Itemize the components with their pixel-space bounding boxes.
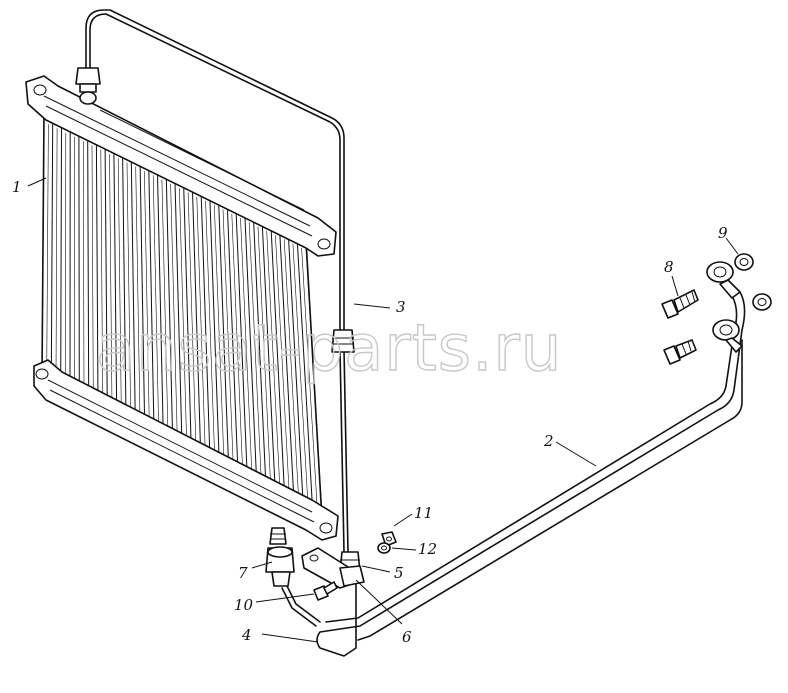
radiator-fin <box>87 139 90 398</box>
callout-1: 1 <box>12 178 22 196</box>
callout-12: 12 <box>418 540 437 558</box>
callout-2: 2 <box>543 432 554 450</box>
radiator-fin-shade <box>179 188 187 444</box>
radiator-fin-shade <box>126 162 131 416</box>
callout-4: 4 <box>241 626 252 644</box>
fitting-7 <box>265 527 295 587</box>
radiator-fin-shade <box>144 171 150 425</box>
radiator-fin <box>305 245 323 517</box>
radiator-fin <box>113 152 118 412</box>
callout-7: 7 <box>238 564 248 582</box>
radiator-fin <box>183 186 192 450</box>
radiator-fin-shade <box>248 222 262 482</box>
callout-8: 8 <box>664 258 674 276</box>
leader-lines <box>27 177 739 643</box>
clamp-6 <box>339 565 365 587</box>
radiator-fin-shade <box>65 132 67 382</box>
return-oil-pipe <box>281 261 746 657</box>
radiator-fin <box>104 147 108 408</box>
radiator-fin <box>218 203 230 469</box>
radiator-fin-shade <box>152 175 159 430</box>
radiator-fin-shade <box>214 205 225 463</box>
radiator-fin-shade <box>170 183 178 439</box>
radiator-fin-shade <box>135 166 141 420</box>
radiator-fin <box>60 126 62 384</box>
radiator-fin <box>279 233 295 502</box>
radiator-fin <box>209 199 220 464</box>
radiator-fin-shade <box>266 230 281 491</box>
radiator-fin <box>41 117 45 375</box>
radiator-fin-shade <box>275 235 290 496</box>
radiator-fin-shade <box>117 158 122 411</box>
radiator-fin-shade <box>55 128 58 378</box>
radiator-fin <box>270 228 286 498</box>
radiator-fin-shade <box>109 153 113 406</box>
radiator-fin-shade <box>283 239 299 501</box>
callout-3: 3 <box>396 298 406 316</box>
radiator-fin <box>95 143 99 403</box>
callout-11: 11 <box>414 504 433 522</box>
callout-labels: 1 2 3 4 5 6 7 8 9 10 11 12 <box>12 178 728 646</box>
radiator-fin-shade <box>292 243 309 505</box>
radiator-fin <box>174 181 183 446</box>
radiator-fin-shade <box>240 217 253 477</box>
bolt-10 <box>313 581 338 601</box>
callout-10: 10 <box>234 596 254 614</box>
radiator-fin <box>148 169 155 431</box>
radiator-fin-shade <box>46 124 49 373</box>
radiator-fin <box>157 173 164 436</box>
radiator-fin-shade <box>301 247 318 510</box>
radiator-fin <box>261 224 276 493</box>
radiator-fin <box>235 211 248 479</box>
washer-9 <box>734 253 772 311</box>
radiator-fin-shade <box>83 141 85 392</box>
radiator-fin-shade <box>257 226 271 487</box>
radiator-fin <box>122 156 127 417</box>
radiator-top-tank <box>25 75 337 257</box>
radiator-fin-shade <box>222 209 234 468</box>
radiator-fin-shade <box>196 196 206 453</box>
oil-cooler-radiator <box>25 75 339 541</box>
radiator-fin-shade <box>205 200 215 458</box>
radiator-fin <box>288 237 304 507</box>
radiator-fin <box>139 164 146 427</box>
radiator-fin-shade <box>161 179 169 434</box>
radiator-fin <box>253 220 267 488</box>
radiator-fin <box>244 216 258 483</box>
radiator-fin <box>226 207 239 474</box>
radiator-fin-shade <box>231 213 243 472</box>
callout-9: 9 <box>718 224 728 242</box>
callout-6: 6 <box>402 628 412 646</box>
banjo-bolt-8 <box>661 289 699 365</box>
radiator-fin <box>192 190 202 455</box>
radiator-fins <box>41 117 323 517</box>
watermark-text: ansat-parts.ru <box>96 312 562 386</box>
callout-5: 5 <box>394 564 404 582</box>
radiator-fin <box>165 177 174 441</box>
radiator-fin-shade <box>187 192 197 449</box>
radiator-fin <box>130 160 136 422</box>
radiator-fin <box>50 122 54 379</box>
radiator-fin <box>200 194 211 460</box>
radiator-bottom-tank <box>33 359 339 541</box>
radiator-fin <box>296 241 314 512</box>
radiator-fin-shade <box>91 145 94 397</box>
radiator-fin-shade <box>100 149 103 401</box>
washer-12 <box>377 542 391 554</box>
